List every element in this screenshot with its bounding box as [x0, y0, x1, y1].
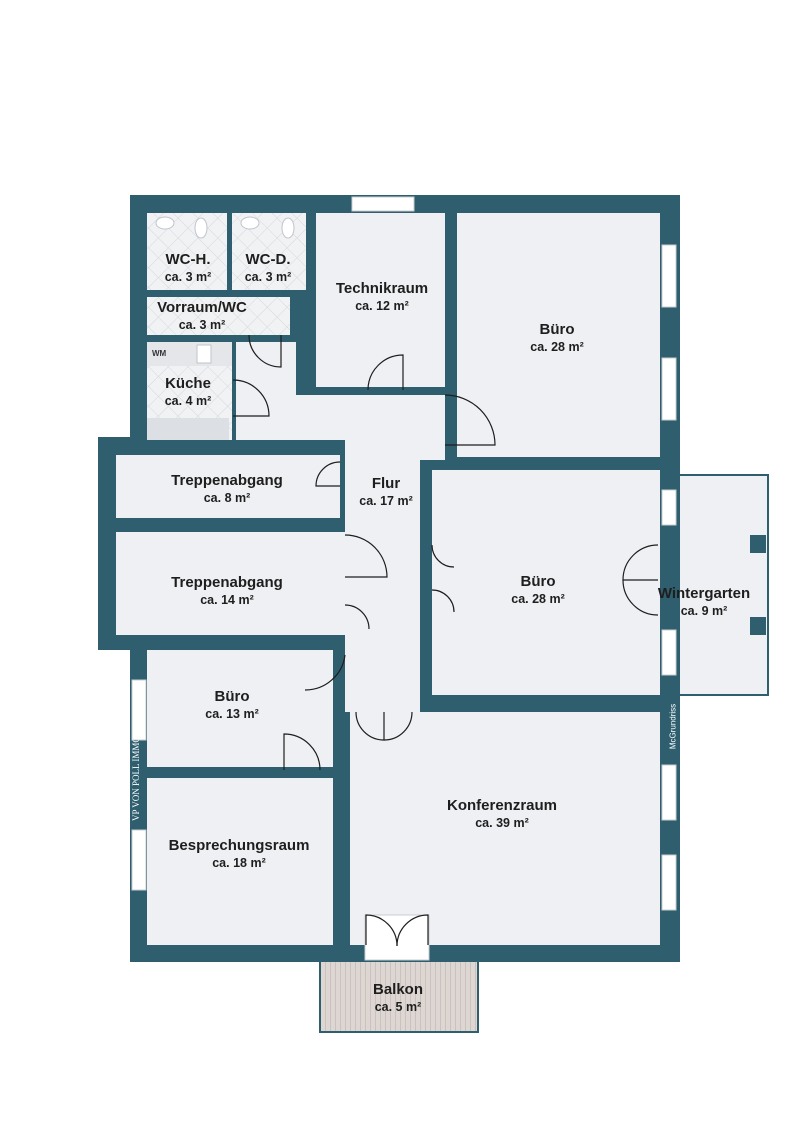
washing-machine-label: WM: [152, 349, 167, 358]
room-name: Büro: [214, 688, 250, 705]
room-name: Vorraum/WC: [157, 299, 247, 316]
room-name: Flur: [371, 475, 401, 492]
room-area: ca. 28 m²: [511, 592, 565, 606]
room-area: ca. 17 m²: [359, 494, 413, 508]
room-area: ca. 14 m²: [200, 593, 254, 607]
room-flur: Flur ca. 17 m²: [359, 475, 413, 509]
rooms: [116, 213, 660, 945]
room-area: ca. 18 m²: [212, 856, 266, 870]
room-area: ca. 5 m²: [374, 1000, 422, 1014]
windows: [131, 196, 677, 961]
room-kueche: Küche ca. 4 m²: [165, 375, 212, 409]
room-name: Besprechungsraum: [168, 837, 310, 854]
mcgrundriss-watermark: McGrundriss: [668, 703, 678, 750]
room-balkon: Balkon ca. 5 m²: [373, 981, 423, 1015]
room-area: ca. 9 m²: [680, 604, 728, 618]
room-name: Wintergarten: [657, 585, 751, 602]
room-technikraum: Technikraum ca. 12 m²: [336, 280, 428, 314]
room-area: ca. 12 m²: [355, 299, 409, 313]
room-area: ca. 39 m²: [475, 816, 529, 830]
room-name: Büro: [520, 573, 556, 590]
fixtures: [155, 216, 295, 364]
von-poll-logo: VP VON POLL IMMOBILIEN: [131, 706, 141, 821]
room-name: Treppenabgang: [171, 472, 283, 489]
room-name: Küche: [165, 375, 211, 392]
room-name: Balkon: [372, 981, 424, 998]
room-name: Konferenzraum: [446, 797, 558, 814]
balkon-floor: [319, 957, 479, 1033]
room-wc-h: WC-H. ca. 3 m²: [165, 251, 212, 285]
room-name: WC-H.: [165, 251, 211, 268]
room-area: ca. 3 m²: [178, 318, 226, 332]
room-area: ca. 13 m²: [205, 707, 259, 721]
room-konferenzraum: Konferenzraum ca. 39 m²: [447, 797, 557, 831]
doors: [232, 334, 659, 947]
room-area: ca. 4 m²: [164, 394, 212, 408]
room-name: WC-D.: [245, 251, 291, 268]
room-buero-small: Büro ca. 13 m²: [205, 688, 259, 722]
room-treppenabgang-14: Treppenabgang ca. 14 m²: [171, 574, 283, 608]
room-name: Büro: [539, 321, 575, 338]
room-area: ca. 3 m²: [164, 270, 212, 284]
wintergarten-floor: [671, 474, 769, 696]
room-area: ca. 8 m²: [203, 491, 251, 505]
room-area: ca. 28 m²: [530, 340, 584, 354]
room-area: ca. 3 m²: [244, 270, 292, 284]
room-name: Treppenabgang: [171, 574, 283, 591]
room-buero-top: Büro ca. 28 m²: [530, 321, 584, 355]
room-name: Technikraum: [335, 280, 429, 297]
room-besprechungsraum: Besprechungsraum ca. 18 m²: [169, 837, 310, 871]
room-wintergarten: Wintergarten ca. 9 m²: [658, 585, 750, 619]
room-buero-mid: Büro ca. 28 m²: [511, 573, 565, 607]
room-vorraum: Vorraum/WC ca. 3 m²: [157, 299, 247, 333]
room-wc-d: WC-D. ca. 3 m²: [245, 251, 292, 285]
room-treppenabgang-8: Treppenabgang ca. 8 m²: [171, 472, 283, 506]
